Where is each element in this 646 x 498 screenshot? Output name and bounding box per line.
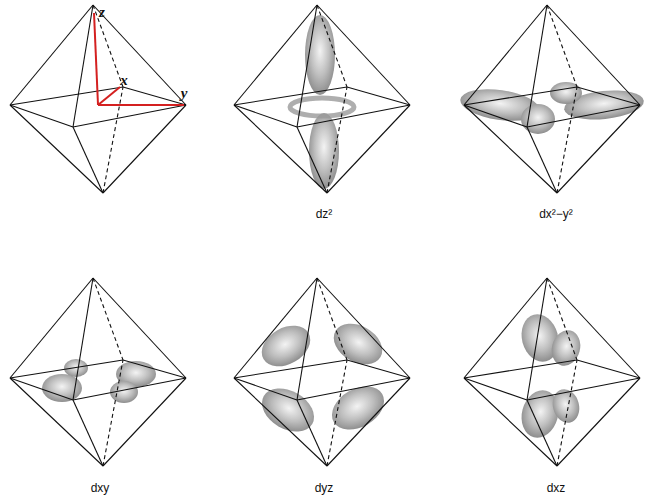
axis-label: x — [120, 73, 128, 88]
axis-label: z — [99, 5, 105, 20]
axis-label: y — [181, 86, 188, 101]
orbital-label: dxz — [547, 482, 566, 494]
orbital-label: dxy — [91, 482, 110, 494]
orbital-label: dz² — [316, 208, 333, 220]
orbital-label: dx²−y² — [539, 208, 573, 220]
orbital-label: dyz — [315, 482, 334, 494]
